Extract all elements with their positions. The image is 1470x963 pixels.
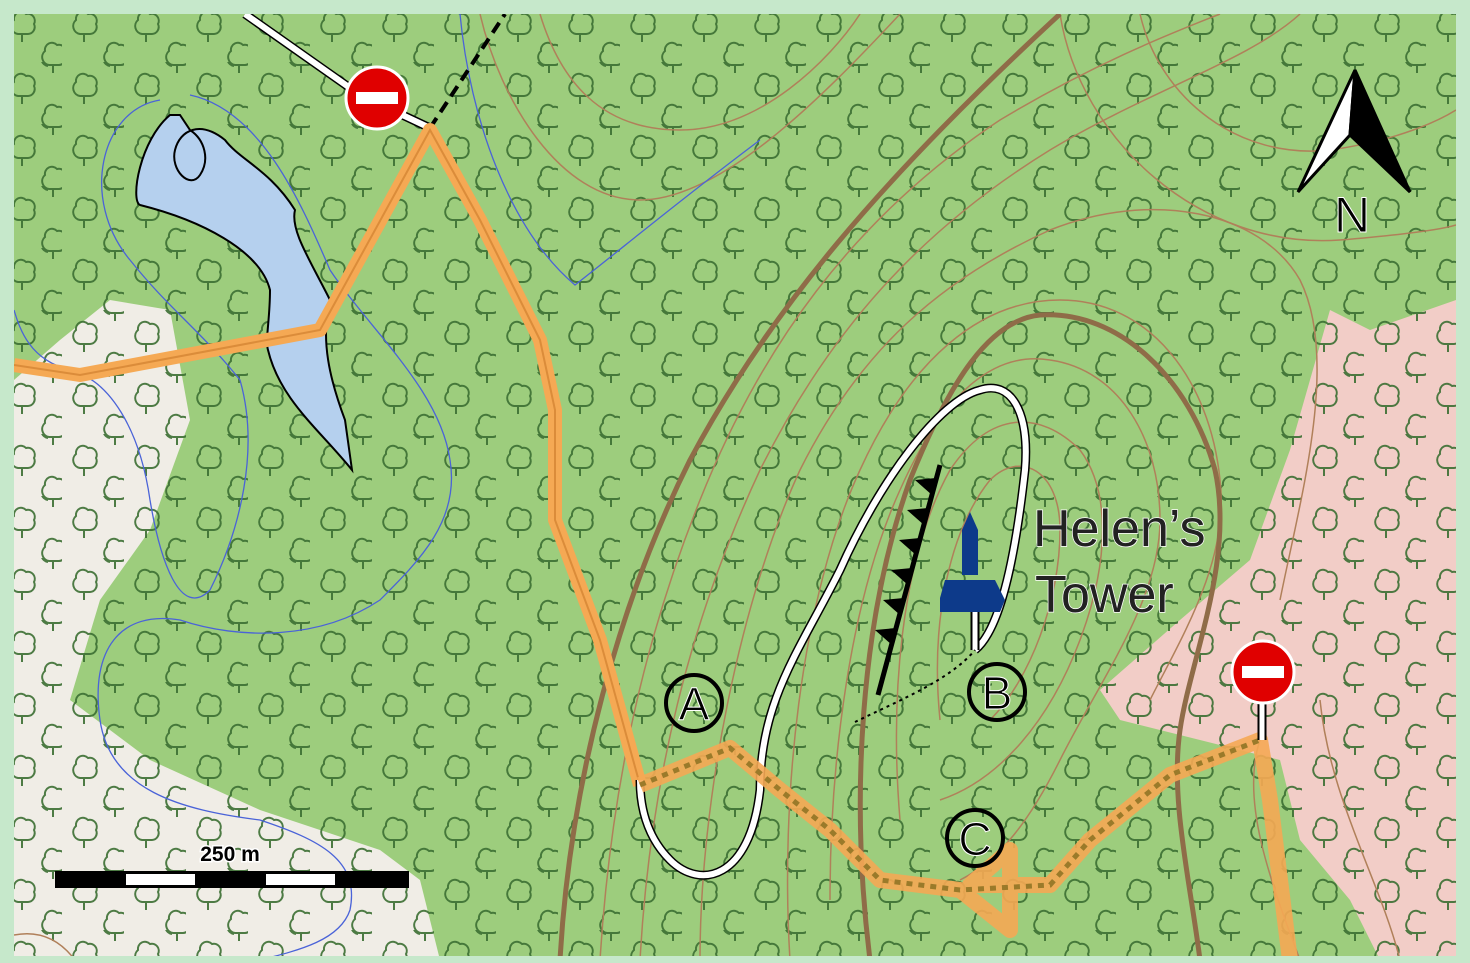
landmark-label-line1: Helen’s	[1033, 500, 1205, 558]
scale-label: 250 m	[200, 843, 260, 866]
tower-icon	[940, 512, 1005, 612]
no-entry-icon[interactable]	[1230, 639, 1296, 705]
point-b-marker: B	[967, 662, 1027, 722]
scale-bar	[55, 871, 409, 888]
cliff-icon	[875, 464, 943, 696]
track-dashed	[428, 14, 507, 130]
lake	[135, 114, 354, 474]
point-a-marker: A	[664, 673, 724, 733]
north-label: N	[1334, 187, 1370, 243]
contour-lines-major	[557, 14, 1223, 956]
no-entry-icon[interactable]	[344, 65, 410, 131]
point-c-marker: C	[945, 808, 1005, 868]
landmark-label-line2: Tower	[1035, 566, 1174, 624]
north-arrow-icon	[1296, 69, 1412, 194]
svg-text:C: C	[958, 813, 991, 865]
footpath-dotted	[854, 649, 976, 723]
svg-text:A: A	[679, 678, 710, 730]
svg-text:B: B	[982, 667, 1013, 719]
